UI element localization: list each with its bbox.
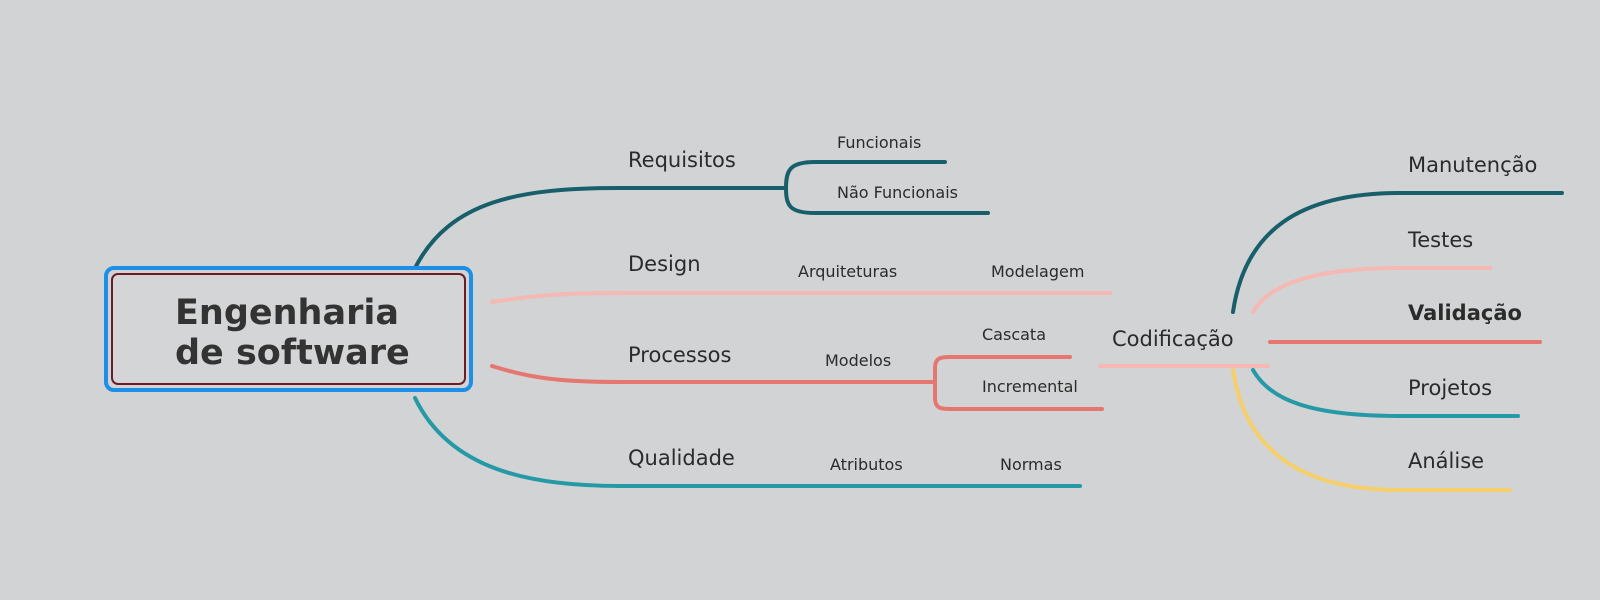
connector-requisitos [413,186,788,270]
connector-processos [490,364,937,384]
central-topic-inner: Engenharia de software [111,273,466,385]
subtopic-analise[interactable]: Análise [1408,449,1485,473]
subtopic-testes[interactable]: Testes [1408,228,1474,252]
topic-design[interactable]: Design [628,252,701,276]
topic-requisitos[interactable]: Requisitos [628,148,736,172]
topic-processos[interactable]: Processos [628,343,732,367]
subtopic-arquiteturas[interactable]: Arquiteturas [798,262,898,281]
subtopic-projetos[interactable]: Projetos [1408,376,1493,400]
connector-cascata [933,355,1072,384]
subtopic-validacao[interactable]: Validação [1408,301,1522,325]
connector-analise [1231,368,1512,492]
connector-testes [1251,266,1492,314]
subtopic-incremental[interactable]: Incremental [982,377,1078,396]
subtopic-funcionais[interactable]: Funcionais [837,133,922,152]
central-topic[interactable]: Engenharia de software [104,266,473,392]
subtopic-normas[interactable]: Normas [1000,455,1062,474]
topic-codificacao[interactable]: Codificação [1112,327,1234,351]
connector-nao-funcionais [784,186,990,215]
subtopic-modelos[interactable]: Modelos [825,351,892,370]
connector-design [490,291,1112,304]
connector-funcionais [784,160,947,190]
subtopic-cascata[interactable]: Cascata [982,325,1046,344]
subtopic-manutencao[interactable]: Manutenção [1408,153,1538,177]
subtopic-atributos[interactable]: Atributos [830,455,903,474]
subtopic-nao-funcionais[interactable]: Não Funcionais [837,183,959,202]
connector-projetos [1251,368,1520,418]
connector-incremental [933,380,1104,411]
connector-manutencao [1231,191,1564,314]
subtopic-modelagem[interactable]: Modelagem [991,262,1085,281]
connector-qualidade [413,396,1082,488]
topic-qualidade[interactable]: Qualidade [628,446,735,470]
central-topic-title: Engenharia de software [175,293,410,373]
